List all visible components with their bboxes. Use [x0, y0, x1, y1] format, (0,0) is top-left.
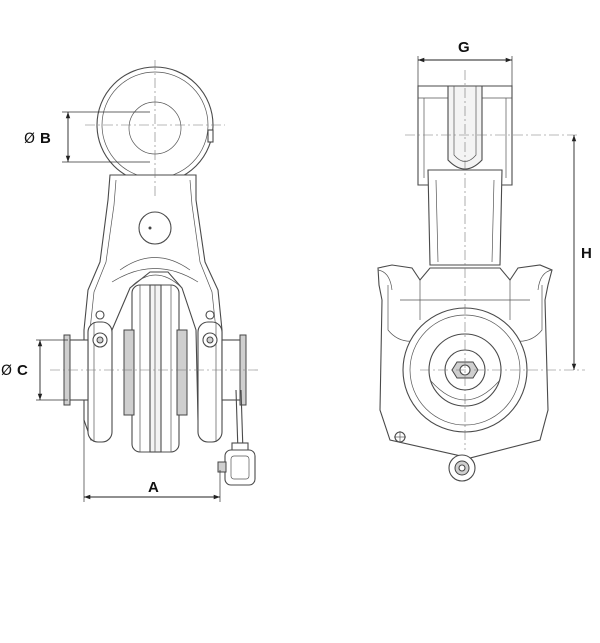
dimension-h-label: H	[581, 245, 592, 262]
arm-body	[83, 174, 223, 441]
dimension-b-symbol: Ø	[24, 131, 35, 147]
bolts	[92, 310, 218, 348]
arm-hole	[138, 211, 172, 245]
dimension-b: Ø B	[24, 111, 150, 163]
dimension-c-label: C	[17, 362, 28, 379]
side-plates	[87, 321, 223, 443]
dimension-g-label: G	[458, 39, 470, 56]
dimension-c-symbol: Ø	[1, 363, 12, 379]
dimension-b-label: B	[40, 130, 51, 147]
dimension-a-label: A	[148, 479, 159, 496]
dimension-a: A	[83, 420, 221, 502]
side-view	[377, 70, 585, 482]
bottom-roller	[448, 454, 476, 482]
crosshair-marker	[394, 431, 406, 443]
dimension-c: Ø C	[1, 339, 68, 401]
central-sheave	[131, 284, 180, 453]
lever-handle	[217, 389, 256, 486]
front-view	[50, 60, 260, 486]
dimension-h: H	[571, 135, 592, 370]
dimension-g: G	[417, 39, 513, 86]
